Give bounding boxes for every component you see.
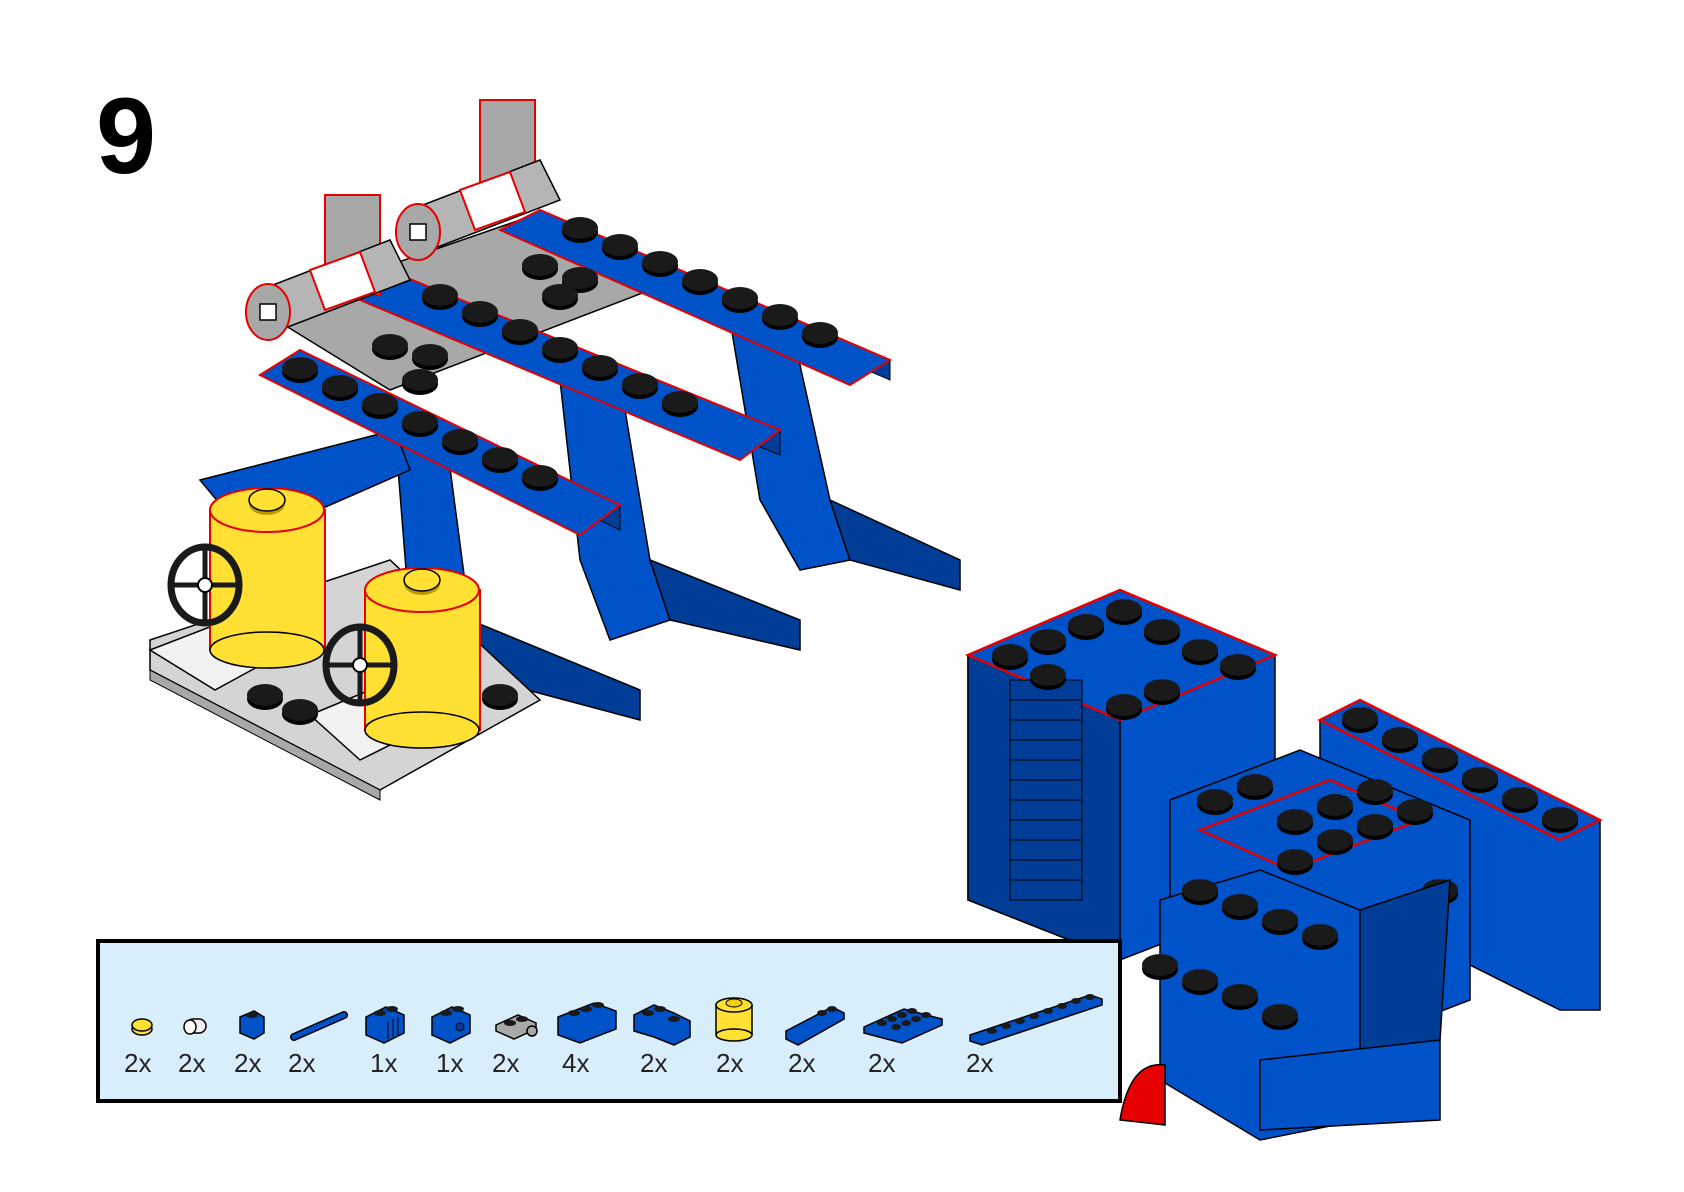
part-qty: 2x [234,1048,262,1078]
part-qty: 2x [716,1048,744,1078]
blue-brick-1x1-icon [239,1010,265,1040]
blue-plate-2x4-icon [863,1008,943,1044]
part-qty: 2x [868,1048,896,1078]
yellow-round-plate-icon [131,1018,153,1036]
part-qty: 2x [966,1048,994,1078]
part-grey-plate-clip: 2x [492,943,542,1103]
part-qty: 4x [562,1048,590,1078]
steering-wheel-left [167,543,243,627]
gantry-model [198,99,961,721]
winch-back [395,99,562,261]
blue-grille-brick-icon [365,1006,405,1044]
part-qty: 1x [436,1048,464,1078]
control-stands [148,487,542,801]
part-blue-plate-1x8: 2x [966,943,1106,1103]
grey-clip-plate-icon [495,1014,538,1040]
part-white-round-tube: 2x [178,943,218,1103]
blue-technic-brick-icon [431,1006,471,1044]
steering-wheel-right [322,623,398,707]
part-qty: 2x [492,1048,520,1078]
part-blue-brick-grille: 1x [360,943,410,1103]
part-blue-brick-1x1: 2x [234,943,274,1103]
part-qty: 1x [370,1048,398,1078]
parts-list-panel: 2x 2x 2x 2x 1x [96,939,1122,1103]
white-tube-icon [183,1018,207,1035]
step-number: 9 [96,75,157,196]
part-qty: 2x [288,1048,316,1078]
blue-corner-brick-icon [633,1004,691,1046]
part-qty: 2x [178,1048,206,1078]
yellow-barrel-right [364,567,481,749]
winch-front [245,194,412,341]
blue-brick-1x3-icon [557,1002,617,1044]
blue-structure-model [964,588,1603,1141]
part-yellow-round-brick: 2x [710,943,760,1103]
blue-plate-1x8-icon [969,994,1103,1046]
part-blue-slope-plate: 2x [782,943,848,1103]
grille-panel [1009,679,1083,901]
part-blue-plate-2x4: 2x [860,943,944,1103]
part-qty: 2x [124,1048,152,1078]
beam-front [257,348,622,537]
part-blue-corner-brick: 2x [630,943,696,1103]
part-blue-brick-1x3: 4x [554,943,620,1103]
blue-slope-plate-icon [785,1006,845,1046]
yellow-barrel-left [209,487,326,669]
part-blue-bar: 2x [288,943,352,1103]
part-qty: 2x [788,1048,816,1078]
yellow-round-brick-icon [715,997,753,1042]
blue-bar-icon [290,1011,348,1041]
part-yellow-round-plate: 2x [124,943,164,1103]
part-blue-technic-brick: 1x [426,943,476,1103]
beam-back [497,208,893,387]
part-qty: 2x [640,1048,668,1078]
